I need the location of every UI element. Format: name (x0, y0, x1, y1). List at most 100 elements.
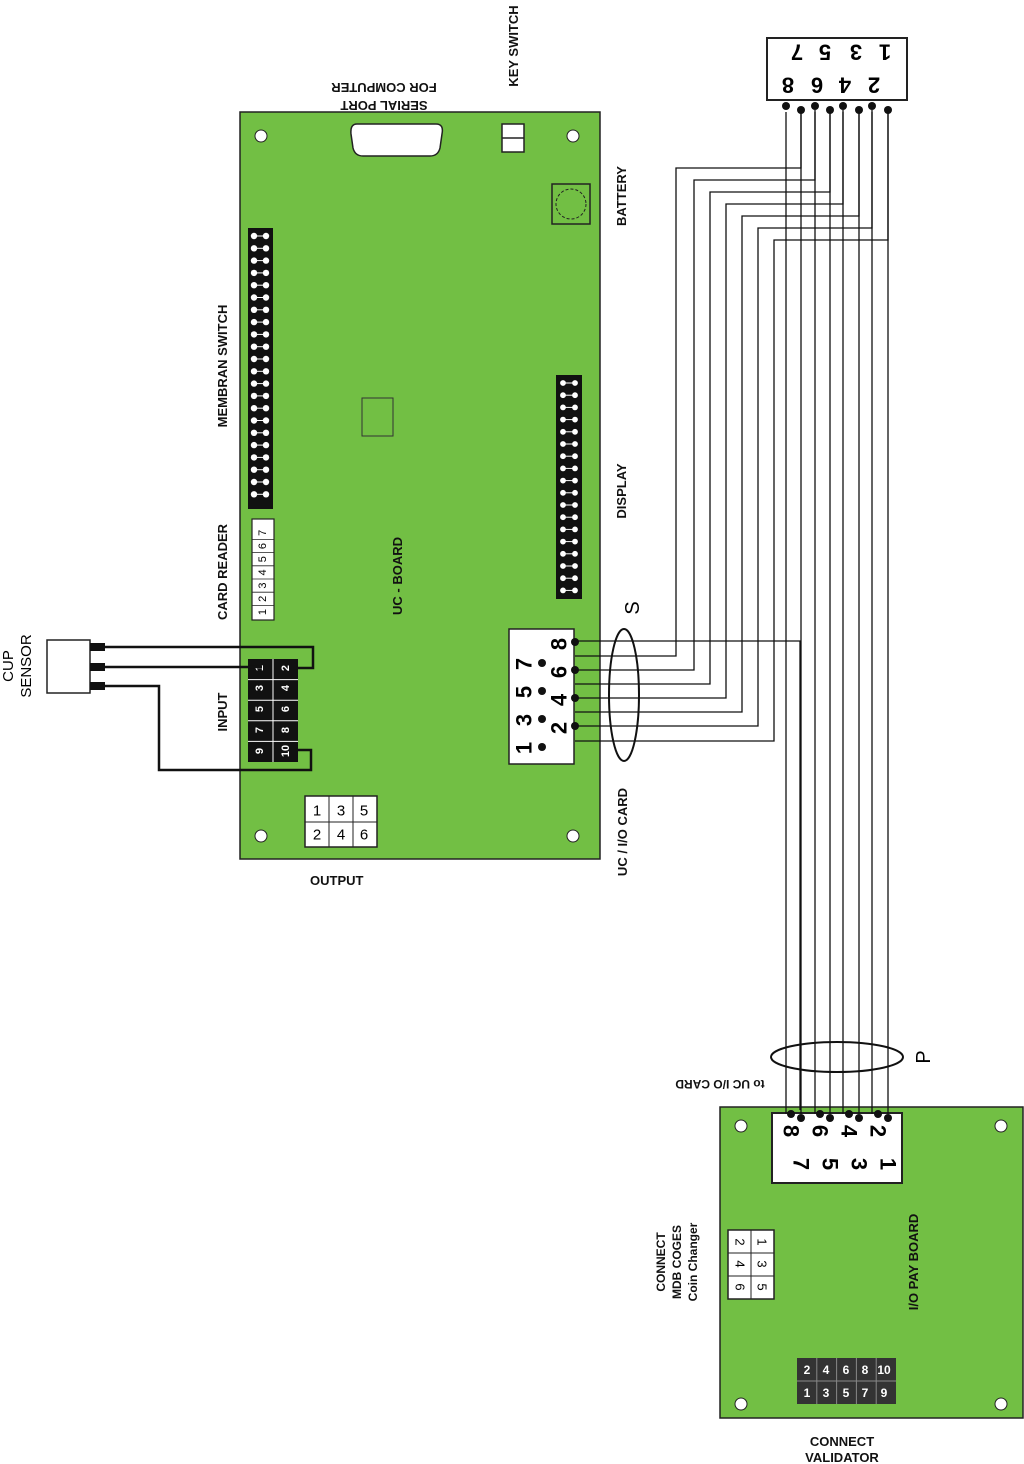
input-pin: 7 (254, 727, 266, 733)
serial-port-connector (350, 123, 444, 157)
mount-hole (994, 1397, 1008, 1411)
mount-hole (734, 1397, 748, 1411)
pay-conn-pin-dot (816, 1110, 824, 1118)
io-pay-board-label: I/O PAY BOARD (906, 1214, 921, 1311)
validator-pin: 1 (804, 1386, 811, 1400)
top-conn-pin: 5 (819, 40, 831, 65)
cup-sensor-label: CUP (0, 650, 17, 682)
validator-pin: 2 (804, 1363, 811, 1377)
pay-conn-pin: 6 (808, 1125, 833, 1137)
validator-pin: 7 (862, 1386, 869, 1400)
card-reader-pin: 4 (257, 569, 269, 575)
cup-sensor (46, 639, 91, 694)
output-pin: 5 (360, 803, 368, 820)
output-pin: 4 (337, 827, 345, 844)
validator-pin: 3 (823, 1386, 830, 1400)
top-conn-pin-dot (868, 102, 876, 110)
battery-label: BATTERY (614, 166, 629, 226)
uc-io-pin: 6 (547, 666, 572, 678)
membran-switch-label: MEMBRAN SWITCH (215, 305, 230, 428)
card-reader-connector (251, 518, 275, 621)
validator-pin: 4 (823, 1363, 830, 1377)
wire (575, 110, 816, 671)
validator-pin: 8 (862, 1363, 869, 1377)
membran-switch-header (248, 228, 273, 509)
input-pin: 2 (280, 665, 292, 671)
input-pin: 5 (254, 706, 266, 712)
pay-conn-pin: 5 (818, 1158, 843, 1170)
input-pin: 8 (280, 727, 292, 733)
connect-validator-label-2: VALIDATOR (805, 1450, 879, 1464)
pay-conn-pin-dot (826, 1114, 834, 1122)
pay-conn-pin: 2 (866, 1125, 891, 1137)
pay-conn-pin: 1 (876, 1158, 901, 1170)
uc-board-label: UC - BOARD (390, 537, 405, 615)
pay-conn-pin: 8 (779, 1125, 804, 1137)
uc-io-pin: 8 (547, 638, 572, 650)
top-conn-pin: 1 (879, 40, 891, 65)
mount-hole (734, 1119, 748, 1133)
output-pin: 2 (313, 827, 321, 844)
cable-s-label: S (622, 601, 644, 614)
mdb-pin: 6 (733, 1283, 748, 1290)
uc-io-pin: 3 (512, 714, 537, 726)
validator-pin: 10 (877, 1363, 891, 1377)
output-pin: 1 (313, 803, 321, 820)
pay-conn-pin: 3 (847, 1158, 872, 1170)
input-pin: 3 (254, 685, 266, 691)
display-label: DISPLAY (614, 463, 629, 518)
top-conn-pin: 7 (791, 40, 803, 65)
input-pin: 10 (280, 745, 292, 757)
display-header (556, 375, 582, 599)
output-pin: 3 (337, 803, 345, 820)
mdb-pin: 4 (733, 1260, 748, 1267)
pay-conn-pin-dot (845, 1110, 853, 1118)
uc-io-pin-dot (538, 715, 546, 723)
pay-connector (771, 1112, 903, 1184)
to-uc-io-card-label: to UC I/O CARD (675, 1077, 765, 1091)
cable-s-ring (608, 628, 640, 762)
top-conn-pin: 4 (838, 73, 851, 98)
cable-p-ring (770, 1041, 904, 1073)
wire (575, 640, 801, 1110)
cable-wires (575, 110, 889, 1114)
input-pin: 4 (280, 684, 292, 691)
card-reader-pin: 2 (257, 596, 269, 602)
card-reader-label: CARD READER (215, 523, 230, 620)
mount-hole (566, 129, 580, 143)
card-reader-pin: 7 (257, 530, 269, 536)
card-reader-pin: 6 (257, 543, 269, 549)
uc-io-pin: 7 (512, 658, 537, 670)
mdb-pin: 3 (755, 1260, 770, 1267)
mount-hole (254, 129, 268, 143)
pay-conn-pin-dot (787, 1110, 795, 1118)
top-conn-pin: 6 (811, 73, 823, 98)
input-pin: 6 (280, 706, 292, 712)
card-reader-pin: 5 (257, 556, 269, 562)
battery-cell (555, 188, 587, 220)
pay-conn-pin-dot (884, 1114, 892, 1122)
uc-io-pin: 2 (547, 722, 572, 734)
serial-port-label-2: FOR COMPUTER (331, 80, 437, 95)
top-conn-pin: 8 (782, 73, 794, 98)
top-conn-pin-dot (782, 102, 790, 110)
pay-conn-pin-dot (855, 1114, 863, 1122)
top-connector (766, 37, 908, 101)
pay-conn-pin-dot (797, 1114, 805, 1122)
connect-mdb-label-3: Coin Changer (686, 1222, 700, 1301)
uc-io-card-label: UC / I/O CARD (615, 788, 630, 876)
input-pin: 9 (254, 748, 266, 754)
card-reader-pin: 3 (257, 583, 269, 589)
top-conn-pin-dot (811, 102, 819, 110)
battery (551, 183, 591, 225)
uc-io-pin-dot (538, 659, 546, 667)
cup-sensor-label-2: SENSOR (18, 634, 35, 698)
top-conn-pin: 2 (868, 73, 880, 98)
